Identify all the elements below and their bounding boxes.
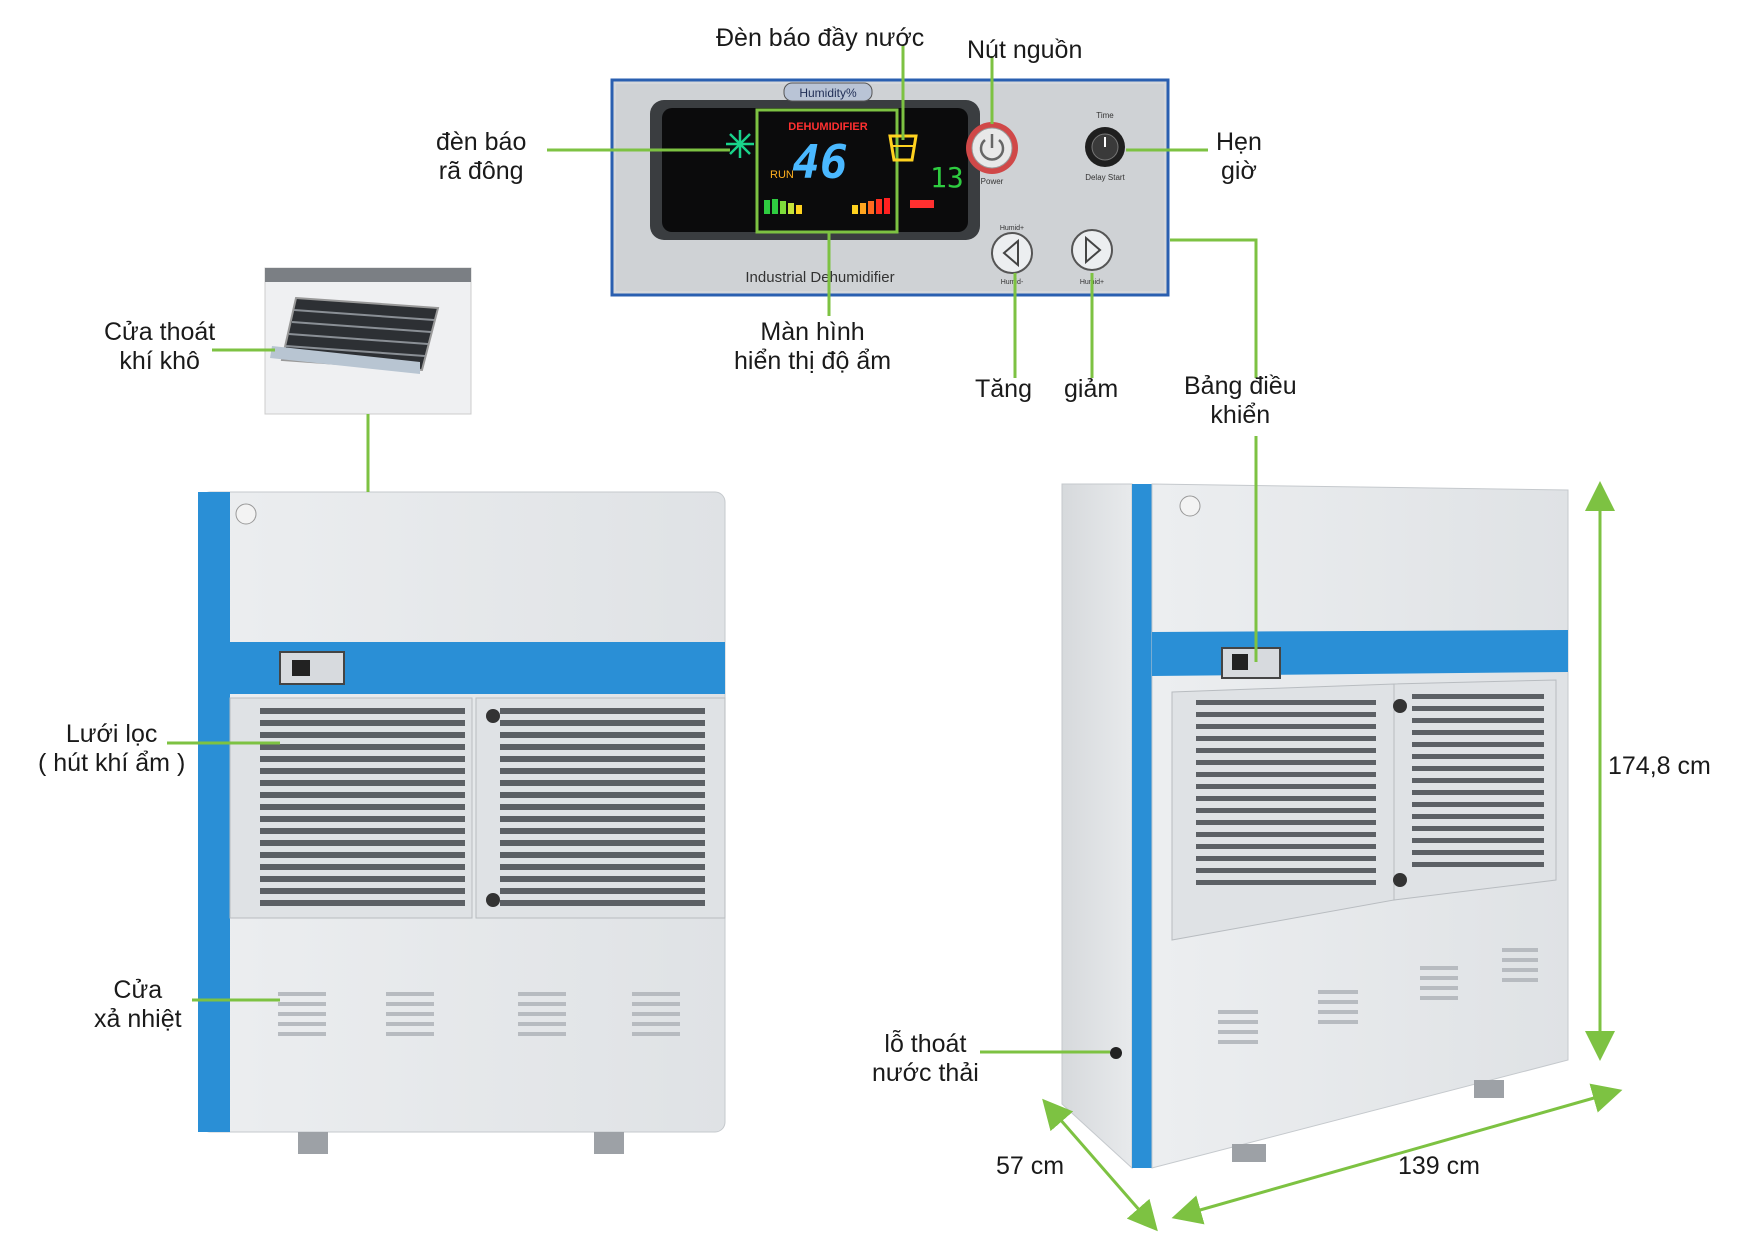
front-heat-vents (278, 992, 680, 1036)
blue-side-strip (198, 492, 230, 1132)
power-icon (979, 139, 1005, 161)
label-depth: 57 cm (996, 1152, 1065, 1180)
label-increase: Tăng (975, 375, 1032, 403)
display-highlight (755, 108, 899, 234)
humidity-badge (783, 82, 873, 102)
front-unit (198, 491, 726, 1154)
label-decrease: giảm (1064, 375, 1119, 403)
left-arrow-icon (1002, 238, 1019, 268)
label-power-button: Nút nguồn (967, 36, 1083, 64)
humidity-level-bar (764, 198, 890, 214)
power-caption: Power (981, 177, 1004, 186)
power-button[interactable] (966, 122, 1018, 174)
side-left-grille (1196, 700, 1376, 885)
side-heat-vents (1218, 948, 1538, 1044)
label-height: 174,8 cm (1608, 752, 1711, 780)
mode-text: DEHUMIDIFIER (788, 121, 868, 133)
front-left-grille (260, 708, 465, 906)
humidity-readout: 46 (792, 135, 847, 189)
front-right-grille (500, 708, 705, 906)
time-caption: Time (1096, 111, 1114, 120)
perspective-unit (1061, 483, 1569, 1170)
svg-text:RUN: RUN (770, 169, 794, 181)
delay-caption: Delay Start (1085, 173, 1125, 182)
humid-decrease-button[interactable] (991, 232, 1033, 274)
control-panel-closeup: Humidity% DEHUMIDIFIER 46 RUN (610, 78, 1170, 297)
drain-hole-mark (1110, 1047, 1122, 1059)
label-width: 139 cm (1398, 1152, 1480, 1180)
timer-knob[interactable] (1085, 127, 1125, 167)
snowflake-icon (726, 130, 754, 158)
temperature-readout: 13 (930, 161, 964, 194)
dimension-arrows (1042, 481, 1623, 1232)
right-arrow-icon (1085, 235, 1102, 265)
label-full-water-indicator: Đèn báo đầy nước (716, 24, 925, 52)
dry-air-outlet-photo (264, 267, 472, 415)
label-filter-mesh: Lưới lọc( hút khí ẩm ) (38, 720, 186, 777)
brand-text: Industrial Dehumidifier (745, 269, 894, 286)
callout-lines (167, 46, 1258, 1054)
humid-increase-button[interactable] (1071, 229, 1113, 271)
humidity-badge-text: Humidity% (799, 86, 857, 100)
front-control-switch (279, 651, 345, 685)
humid-up-caption: Humid+ (1000, 225, 1024, 232)
humid-down-caption-1: Humid- (1001, 279, 1024, 286)
side-right-grille (1412, 694, 1544, 867)
water-bucket-icon (888, 134, 918, 162)
